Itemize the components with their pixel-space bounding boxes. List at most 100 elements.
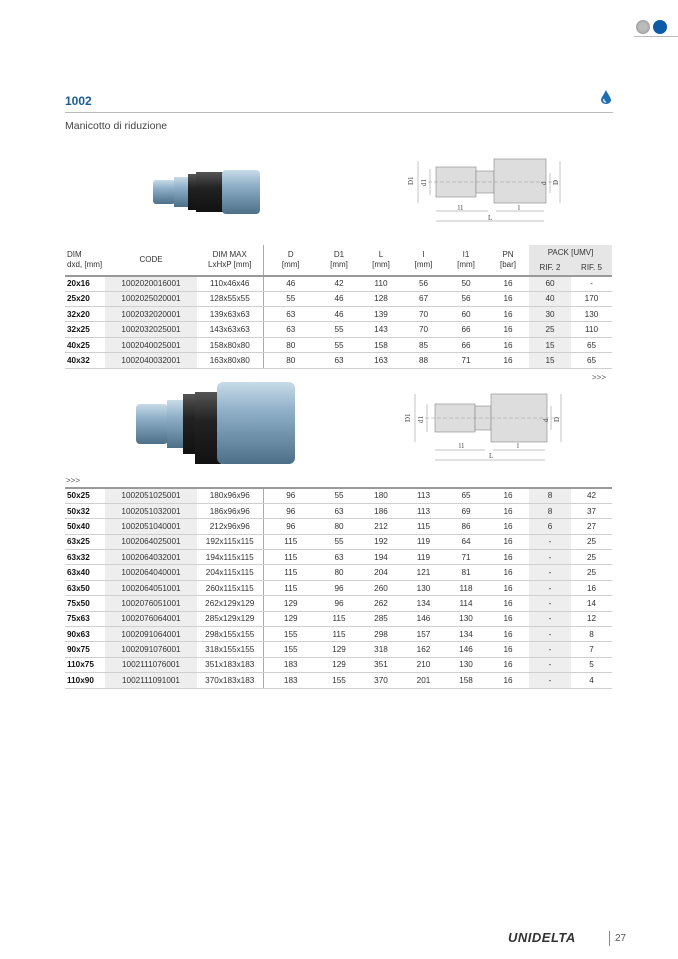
cell-dim: 63x25: [65, 534, 105, 551]
cell-length-i: 56: [402, 275, 445, 292]
cell-rif-2: -: [529, 549, 571, 566]
cell-code: 1002040032001: [105, 352, 197, 369]
cell-length-l: 204: [360, 564, 402, 581]
cell-length-i: 119: [402, 549, 445, 566]
cell-code: 1002032020001: [105, 306, 197, 323]
product-photo-small: [153, 170, 260, 214]
cell-code: 1002032025001: [105, 321, 197, 338]
cell-rif-5: 16: [571, 580, 612, 597]
cell-dim: 63x50: [65, 580, 105, 597]
cell-length-i: 67: [402, 291, 445, 308]
cell-rif-2: 60: [529, 275, 571, 292]
label-D: D: [552, 180, 560, 185]
cell-d-outer: 80: [263, 352, 318, 369]
cell-dim-max: 260x115x115: [197, 580, 264, 597]
cell-dim: 63x40: [65, 564, 105, 581]
cell-length-l: 110: [360, 275, 402, 292]
cell-d1: 55: [318, 321, 360, 338]
header-D1: D1[mm]: [330, 249, 348, 269]
cell-dim-max: 128x55x55: [197, 291, 264, 308]
cell-pn: 16: [487, 488, 529, 504]
cell-rif-2: -: [529, 672, 571, 689]
cell-dim: 40x25: [65, 337, 105, 354]
cell-d1: 129: [318, 641, 360, 658]
cell-dim-max: 318x155x155: [197, 641, 264, 658]
cell-rif-2: 15: [529, 352, 571, 369]
cell-rif-5: 25: [571, 564, 612, 581]
cell-rif-5: 7: [571, 641, 612, 658]
cell-pn: 16: [487, 641, 529, 658]
cell-length-i1: 66: [445, 337, 487, 354]
section-indicator: [636, 20, 667, 34]
cell-rif-2: 15: [529, 337, 571, 354]
cell-length-i: 157: [402, 626, 445, 643]
cell-d1: 42: [318, 275, 360, 292]
cell-dim-max: 204x115x115: [197, 564, 264, 581]
cell-rif-2: -: [529, 626, 571, 643]
label-D: D: [553, 417, 561, 422]
cell-dim-max: 143x63x63: [197, 321, 264, 338]
cell-rif-5: 4: [571, 672, 612, 689]
cell-rif-5: 27: [571, 518, 612, 535]
cell-length-i1: 71: [445, 352, 487, 369]
cell-rif-2: 40: [529, 291, 571, 308]
cell-d1: 55: [318, 534, 360, 551]
header-pack: PACK [UMV]: [529, 245, 613, 261]
cell-d1: 63: [318, 549, 360, 566]
cell-d1: 129: [318, 657, 360, 674]
cell-length-i1: 130: [445, 611, 487, 628]
cell-length-i1: 56: [445, 291, 487, 308]
cell-dim: 63x32: [65, 549, 105, 566]
cell-d-outer: 115: [263, 564, 318, 581]
cell-dim: 75x50: [65, 595, 105, 612]
cell-length-i1: 86: [445, 518, 487, 535]
cell-rif-5: 170: [571, 291, 613, 308]
cell-length-i1: 158: [445, 672, 487, 689]
cell-length-i1: 65: [445, 488, 487, 504]
cell-length-l: 285: [360, 611, 402, 628]
cell-length-i: 85: [402, 337, 445, 354]
cell-length-i1: 60: [445, 306, 487, 323]
cell-dim: 40x32: [65, 352, 105, 369]
cell-d1: 55: [318, 337, 360, 354]
header-rif5: RIF. 5: [571, 260, 613, 277]
cell-pn: 16: [487, 291, 529, 308]
cell-length-i: 121: [402, 564, 445, 581]
cell-d-outer: 63: [263, 321, 318, 338]
page-number: 27: [615, 933, 627, 944]
cell-dim: 90x63: [65, 626, 105, 643]
cell-dim: 75x63: [65, 611, 105, 628]
cell-length-i: 134: [402, 595, 445, 612]
unidelta-logo: UNIDELTA: [508, 930, 576, 945]
cell-length-i1: 81: [445, 564, 487, 581]
page-title: 1002: [65, 94, 92, 108]
cell-d1: 155: [318, 672, 360, 689]
cell-pn: 16: [487, 657, 529, 674]
cell-rif-5: 5: [571, 657, 612, 674]
cell-length-l: 186: [360, 503, 402, 520]
header-rif2: RIF. 2: [529, 260, 571, 277]
cell-d-outer: 129: [263, 611, 318, 628]
cell-dim: 50x25: [65, 488, 105, 504]
cell-pn: 16: [487, 503, 529, 520]
label-L: L: [489, 452, 493, 460]
title-divider: [65, 112, 613, 113]
cell-length-i1: 50: [445, 275, 487, 292]
cell-dim-max: 180x96x96: [197, 488, 264, 504]
header-D: D[mm]: [281, 249, 300, 269]
cell-length-l: 212: [360, 518, 402, 535]
cell-d-outer: 96: [263, 488, 318, 504]
cell-dim-max: 110x46x46: [197, 275, 264, 292]
cell-pn: 16: [487, 306, 529, 323]
grid-dot-icon: [636, 20, 650, 34]
cell-rif-5: 130: [571, 306, 613, 323]
header-I1: I1[mm]: [457, 249, 475, 269]
cell-d1: 80: [318, 518, 360, 535]
cell-length-i1: 71: [445, 549, 487, 566]
